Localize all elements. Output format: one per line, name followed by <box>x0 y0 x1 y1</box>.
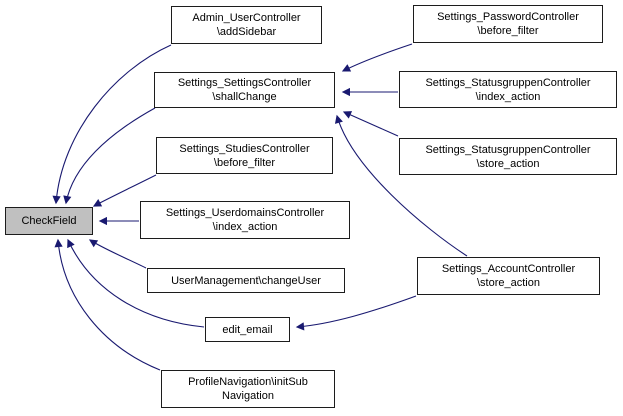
edge-admin-usercontroller-to-checkfield <box>52 44 172 205</box>
edge-profilenavigation-to-checkfield <box>54 238 161 371</box>
node-admin-usercontroller-addsidebar[interactable]: Admin_UserController \addSidebar <box>171 6 322 44</box>
edge-accountcontroller-to-shallchange <box>334 114 468 257</box>
edge-statusgruppen-store-action-to-shallchange <box>342 111 399 137</box>
node-edit-email[interactable]: edit_email <box>205 317 290 342</box>
edge-usermanagement-to-checkfield <box>88 239 147 269</box>
edge-accountcontroller-to-edit-email <box>295 295 417 331</box>
node-settings-passwordcontroller-before-filter[interactable]: Settings_PasswordController \before_filt… <box>413 5 603 43</box>
edge-edit-email-to-checkfield <box>67 238 205 328</box>
node-settings-statusgruppencontroller-index-action[interactable]: Settings_StatusgruppenController \index_… <box>399 71 617 108</box>
edge-settings-studiescontroller-to-checkfield <box>92 174 157 207</box>
node-checkfield: CheckField <box>5 207 93 235</box>
edge-settings-passwordcontroller-to-shallchange <box>341 43 413 72</box>
node-profilenavigation-initsubnavigation[interactable]: ProfileNavigation\initSub Navigation <box>161 370 335 408</box>
node-settings-settingscontroller-shallchange[interactable]: Settings_SettingsController \shallChange <box>154 72 335 108</box>
node-settings-accountcontroller-store-action[interactable]: Settings_AccountController \store_action <box>417 257 600 295</box>
node-settings-userdomainscontroller-index-action[interactable]: Settings_UserdomainsController \index_ac… <box>140 201 350 239</box>
node-settings-statusgruppencontroller-store-action[interactable]: Settings_StatusgruppenController \store_… <box>399 138 617 175</box>
node-settings-studiescontroller-before-filter[interactable]: Settings_StudiesController \before_filte… <box>156 137 333 174</box>
node-usermanagement-changeuser[interactable]: UserManagement\changeUser <box>147 268 345 293</box>
edge-settings-settingscontroller-to-checkfield <box>63 107 156 205</box>
